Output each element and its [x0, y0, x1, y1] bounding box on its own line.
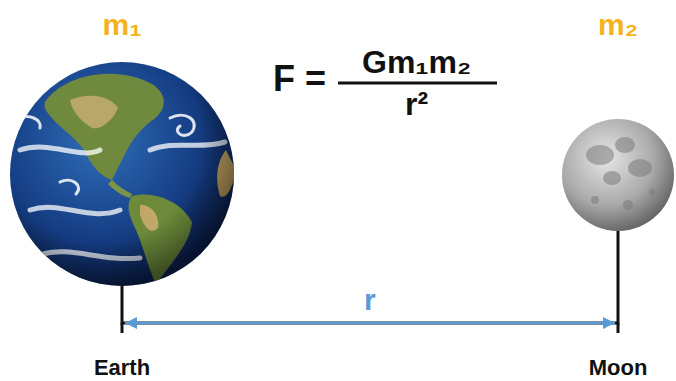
moon-mare — [628, 159, 652, 177]
earth-node: m₁Earth — [10, 62, 234, 286]
edge-label-holder: r — [364, 283, 376, 317]
moon-node: m₂Moon — [562, 119, 674, 231]
moon-mare — [615, 137, 635, 153]
formula-force: F = — [273, 58, 326, 100]
arrow-head — [125, 317, 137, 329]
body-name: Earth — [10, 355, 234, 381]
moon-crater — [623, 200, 633, 210]
moon-crater — [649, 189, 655, 195]
moon-crater — [591, 196, 599, 204]
earth-ocean — [10, 62, 234, 286]
moon-picture — [562, 119, 674, 231]
moon-mare — [586, 145, 614, 165]
label-holder: F = — [273, 58, 326, 100]
formula-numerator: Gm₁m₂ — [362, 44, 471, 80]
moon-mare — [603, 171, 621, 185]
distance-connector — [122, 231, 618, 333]
moon-disc — [562, 119, 674, 231]
label-holder: Gm₁m₂ — [362, 44, 471, 80]
earth-shade — [10, 62, 234, 286]
formula-denominator: r² — [405, 86, 428, 122]
distance-line — [125, 322, 615, 325]
earth-picture — [10, 60, 236, 286]
fraction-bar — [338, 82, 497, 85]
connector-path — [122, 231, 618, 323]
label-holder: r² — [405, 86, 428, 122]
mass-label: m₁ — [10, 8, 234, 42]
distance-label: r — [364, 283, 376, 317]
body-name: Moon — [562, 355, 674, 381]
arrow-head — [603, 317, 615, 329]
mass-label: m₂ — [562, 8, 674, 42]
stem-extension — [122, 323, 618, 333]
